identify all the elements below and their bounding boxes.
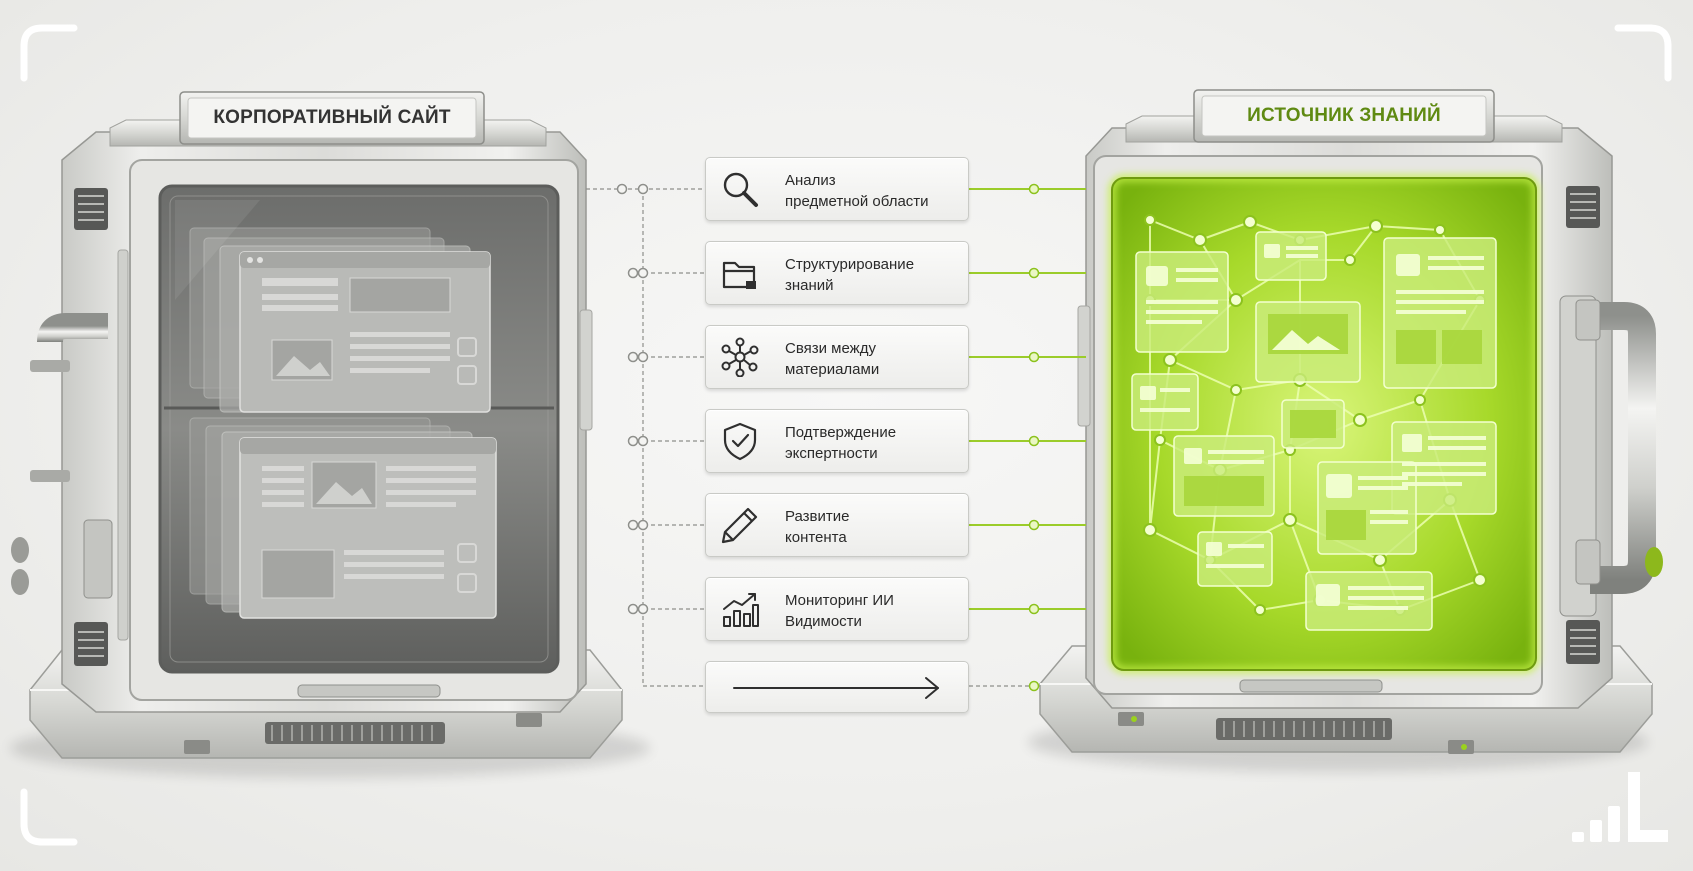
step-line-1: Связи между — [785, 340, 876, 357]
left-stacked-pages-top — [189, 227, 491, 413]
step-line-1: Мониторинг ИИ — [785, 592, 894, 609]
step-line-2: знаний — [785, 277, 834, 294]
step-line-1: Развитие — [785, 508, 850, 525]
left-stacked-pages-bottom — [189, 417, 497, 619]
left-connector-nodes — [616, 183, 649, 615]
step-content-development: Развитие контента — [705, 493, 969, 557]
corner-brackets — [20, 24, 1672, 846]
step-line-1: Подтверждение — [785, 424, 897, 441]
left-module-label: КОРПОРАТИВНЫЙ САЙТ — [213, 107, 451, 128]
step-line-2: контента — [785, 529, 847, 546]
right-module-label: ИСТОЧНИК ЗНАНИЙ — [1247, 105, 1441, 126]
pencil-icon — [721, 507, 758, 544]
step-line-2: экспертности — [785, 445, 878, 462]
step-expertise-confirmation: Подтверждение экспертности — [705, 409, 969, 473]
chart-growth-icon — [723, 593, 759, 627]
step-domain-analysis: Анализ предметной области — [705, 157, 969, 221]
arrow-right-icon — [733, 677, 939, 699]
step-line-2: предметной области — [785, 193, 929, 210]
step-line-1: Анализ — [785, 172, 836, 189]
bar-chart-logo-icon — [1572, 772, 1668, 842]
knowledge-card-details — [1140, 244, 1486, 610]
step-material-links: Связи между материалами — [705, 325, 969, 389]
shield-check-icon — [723, 422, 757, 461]
left-module — [10, 91, 650, 778]
folder-icon — [722, 261, 756, 289]
step-line-2: Видимости — [785, 613, 862, 630]
step-line-2: материалами — [785, 361, 880, 378]
step-line-1: Структурирование — [785, 256, 915, 273]
step-knowledge-structuring: Структурирование знаний — [705, 241, 969, 305]
search-icon — [723, 172, 758, 207]
right-connectors — [969, 188, 1086, 687]
right-connector-nodes — [1028, 183, 1040, 692]
step-ai-visibility-monitoring: Мониторинг ИИ Видимости — [705, 577, 969, 641]
step-final-arrow — [705, 661, 969, 713]
network-icon — [721, 337, 759, 377]
right-module — [1028, 89, 1663, 772]
